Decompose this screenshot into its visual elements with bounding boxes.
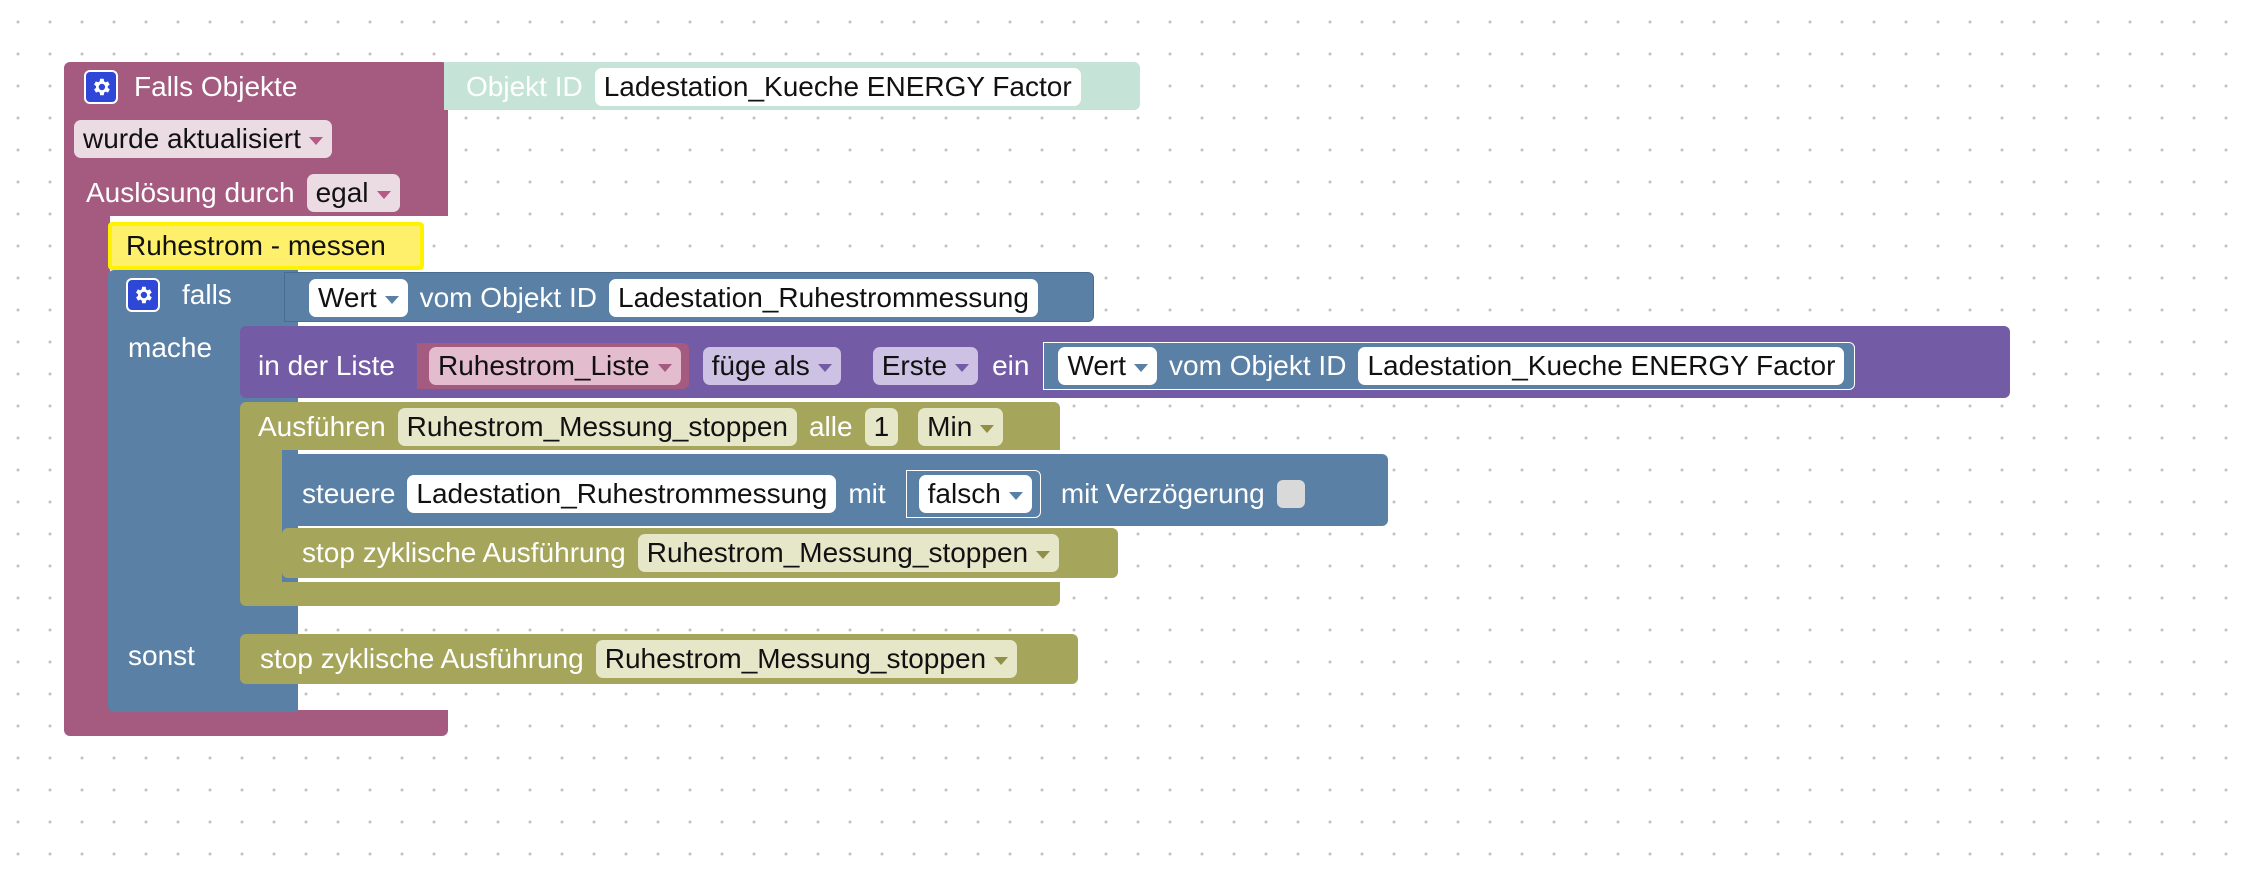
chevron-down-icon [376,191,391,199]
list-value-prop-dropdown[interactable]: Wert [1058,347,1158,385]
chevron-down-icon [994,657,1009,665]
interval-block-header[interactable]: Ausführen Ruhestrom_Messung_stoppen alle… [240,402,1060,450]
control-value: falsch [927,478,1001,509]
if-falls-label: falls [182,279,232,310]
object-id-block[interactable]: Objekt ID Ladestation_Kueche ENERGY Fact… [444,62,1140,110]
interval-every-field[interactable]: 1 [864,408,899,446]
interval-every-label: alle [808,411,853,442]
list-variable-dropdown[interactable]: Ruhestrom_Liste [428,347,681,385]
chevron-down-icon [980,425,995,433]
control-delay-checkbox[interactable] [1276,480,1305,508]
stop-inner-target: Ruhestrom_Messung_stoppen [646,537,1029,568]
list-insert-block[interactable]: in der Liste Ruhestrom_Liste füge als Er… [240,326,2010,398]
interval-block-spine[interactable] [240,446,282,594]
if-mutator-gear-icon[interactable] [126,278,160,312]
control-block[interactable]: steuere Ladestation_Ruhestrommessung mit… [282,454,1388,526]
condition-prop-dropdown[interactable]: Wert [309,279,408,317]
if-mache-label: mache [128,332,213,363]
trigger-event-dropdown[interactable]: wurde aktualisiert [74,120,332,158]
trigger-ack-value: egal [315,177,369,208]
control-value-dropdown[interactable]: falsch [918,475,1032,513]
list-where-value: Erste [881,350,948,381]
list-mode-value: füge als [711,350,810,381]
list-variable-value: Ruhestrom_Liste [437,350,650,381]
chevron-down-icon [384,296,399,304]
gear-icon [136,286,152,304]
trigger-event-value: wurde aktualisiert [83,123,301,154]
list-value-object[interactable]: Ladestation_Kueche ENERGY Factor [1358,347,1845,385]
condition-block[interactable]: Wert vom Objekt ID Ladestation_Ruhestrom… [284,272,1094,322]
control-delay-label: mit Verzögerung [1060,478,1265,509]
comment-bubble[interactable]: Ruhestrom - messen [108,222,424,270]
object-id-label: Objekt ID [466,71,583,102]
trigger-ack-dropdown[interactable]: egal [306,174,400,212]
chevron-down-icon [955,364,970,372]
control-with-label: mit [848,478,886,509]
interval-unit-value: Min [927,411,973,442]
if-sonst-label: sonst [128,640,195,671]
list-prefix-label: in der Liste [258,350,395,381]
condition-of-label: vom Objekt ID [419,282,597,313]
list-value-block[interactable]: Wert vom Objekt ID Ladestation_Kueche EN… [1043,342,1856,390]
chevron-down-icon [1008,492,1023,500]
chevron-down-icon [1036,551,1051,559]
gear-icon [94,78,110,96]
stop-else-block[interactable]: stop zyklische Ausführung Ruhestrom_Mess… [240,634,1078,684]
condition-object-value[interactable]: Ladestation_Ruhestrommessung [609,279,1038,317]
trigger-mutator-gear-icon[interactable] [84,70,118,104]
list-variable-block[interactable]: Ruhestrom_Liste [416,343,689,389]
trigger-block-footer[interactable] [64,710,448,736]
control-object-field[interactable]: Ladestation_Ruhestrommessung [407,475,837,513]
stop-else-label: stop zyklische Ausführung [260,643,584,674]
chevron-down-icon [308,137,323,145]
interval-name-field[interactable]: Ruhestrom_Messung_stoppen [397,408,797,446]
stop-else-target: Ruhestrom_Messung_stoppen [604,643,987,674]
stop-else-dropdown[interactable]: Ruhestrom_Messung_stoppen [595,640,1018,678]
stop-inner-block[interactable]: stop zyklische Ausführung Ruhestrom_Mess… [282,528,1118,578]
interval-label: Ausführen [258,411,386,442]
chevron-down-icon [1134,364,1149,372]
control-label: steuere [302,478,396,509]
list-mode-dropdown[interactable]: füge als [702,347,841,385]
list-where-dropdown[interactable]: Erste [872,347,979,385]
control-value-block[interactable]: falsch [905,470,1041,518]
object-id-value[interactable]: Ladestation_Kueche ENERGY Factor [594,68,1081,106]
chevron-down-icon [657,364,672,372]
interval-block-footer[interactable] [240,582,1060,606]
interval-unit-dropdown[interactable]: Min [918,408,1004,446]
list-suffix-label: ein [992,350,1030,381]
trigger-ack-label: Auslösung durch [86,177,295,208]
stop-inner-label: stop zyklische Ausführung [302,537,626,568]
stop-inner-dropdown[interactable]: Ruhestrom_Messung_stoppen [637,534,1060,572]
condition-prop-value: Wert [318,282,377,313]
chevron-down-icon [817,364,832,372]
trigger-block-spine[interactable] [64,200,110,720]
list-value-prop: Wert [1067,350,1127,381]
list-value-of-label: vom Objekt ID [1169,350,1347,381]
trigger-title: Falls Objekte [134,71,298,102]
